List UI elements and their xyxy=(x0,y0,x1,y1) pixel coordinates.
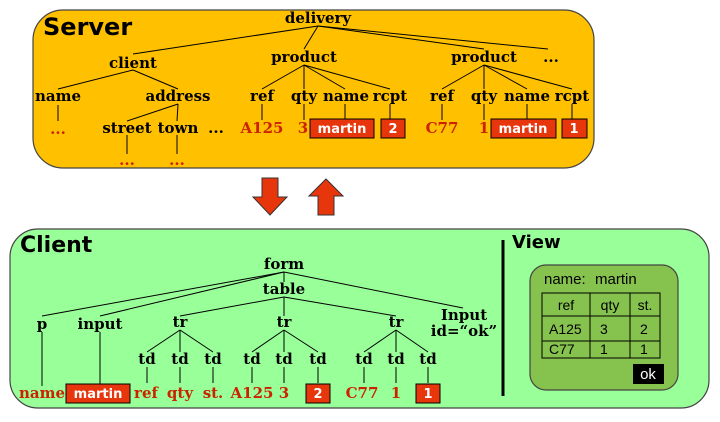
node-town: town xyxy=(158,119,199,137)
leaf-a125: A125 xyxy=(230,384,274,402)
node-td: td xyxy=(355,350,373,368)
node-td: td xyxy=(138,350,156,368)
box-p1-name xyxy=(309,118,375,139)
value-p1-ref: A125 xyxy=(240,119,284,137)
view-name-label: name: xyxy=(544,271,586,288)
node-td: td xyxy=(243,350,261,368)
node-address: address xyxy=(145,87,210,105)
server-title: Server xyxy=(43,13,132,41)
value-p1-qty: 3 xyxy=(298,119,308,137)
server-panel xyxy=(32,9,595,169)
ok-button[interactable] xyxy=(633,364,664,384)
view-cell: C77 xyxy=(549,341,575,357)
leaf-1: 1 xyxy=(391,384,401,402)
node-tr-1: tr xyxy=(173,313,189,331)
value-town: ... xyxy=(169,151,185,169)
node-tr-2: tr xyxy=(277,313,293,331)
view-name-value: martin xyxy=(595,271,637,288)
node-p1-name: name xyxy=(323,87,369,105)
node-client: client xyxy=(109,54,157,72)
node-td: td xyxy=(419,350,437,368)
up-arrow-icon xyxy=(307,178,345,216)
node-delivery-more: ... xyxy=(543,48,559,66)
node-name: name xyxy=(35,87,81,105)
node-form: form xyxy=(264,255,304,273)
value-p1-rcpt: 2 xyxy=(388,122,397,137)
node-p2-rcpt: rcpt xyxy=(555,87,590,105)
node-product-2: product xyxy=(451,48,517,66)
node-p2-ref: ref xyxy=(430,87,455,105)
node-p2-name: name xyxy=(504,87,550,105)
view-cell: 1 xyxy=(640,341,648,357)
client-title: Client xyxy=(20,233,93,258)
box-leaf-martin xyxy=(65,383,131,404)
ok-button-label[interactable]: ok xyxy=(640,366,656,383)
box-leaf-1 xyxy=(415,383,441,404)
leaf-st: st. xyxy=(203,384,224,402)
node-p1-rcpt: rcpt xyxy=(373,87,408,105)
node-td: td xyxy=(387,350,405,368)
value-p2-name: martin xyxy=(499,122,548,137)
view-cell: 1 xyxy=(600,341,608,357)
leaf-martin: martin xyxy=(74,387,123,402)
box-p2-rcpt xyxy=(561,118,588,139)
box-leaf-2 xyxy=(305,383,331,404)
view-cell: A125 xyxy=(549,321,582,337)
client-tree-edges xyxy=(41,271,464,386)
node-td: td xyxy=(204,350,222,368)
leaf-qty: qty xyxy=(167,384,194,402)
node-delivery: delivery xyxy=(285,9,353,27)
leaf-1-boxed: 1 xyxy=(423,387,432,402)
node-td: td xyxy=(275,350,293,368)
box-p2-name xyxy=(490,118,557,139)
node-p1-qty: qty xyxy=(291,87,318,105)
node-td: td xyxy=(309,350,327,368)
view-cell: 2 xyxy=(640,321,648,337)
value-name: ... xyxy=(50,120,66,138)
view-title: View xyxy=(512,232,561,253)
node-p2-qty: qty xyxy=(471,87,498,105)
node-input-ok-line2: id=“ok” xyxy=(431,322,497,340)
view-header-st: st. xyxy=(638,297,653,313)
leaf-3: 3 xyxy=(279,384,289,402)
server-tree-edges xyxy=(57,25,573,154)
view-cell: 3 xyxy=(600,321,608,337)
leaf-2-boxed: 2 xyxy=(313,387,322,402)
value-p1-name: martin xyxy=(318,122,367,137)
leaf-ref: ref xyxy=(134,384,159,402)
node-td: td xyxy=(171,350,189,368)
value-p2-rcpt: 1 xyxy=(569,122,578,137)
view-table-grid xyxy=(541,292,661,359)
node-input: input xyxy=(78,315,123,333)
view-header-ref: ref xyxy=(558,297,574,313)
value-p2-ref: C77 xyxy=(426,119,459,137)
node-p1-ref: ref xyxy=(250,87,275,105)
node-input-ok-line1: Input xyxy=(441,306,487,324)
value-p2-qty: 1 xyxy=(479,119,489,137)
value-street: ... xyxy=(119,151,135,169)
node-address-more: ... xyxy=(208,119,224,137)
node-product-1: product xyxy=(271,48,337,66)
leaf-name: name xyxy=(19,384,65,402)
node-table: table xyxy=(263,280,305,298)
view-panel xyxy=(529,264,679,391)
node-tr-3: tr xyxy=(389,313,405,331)
node-street: street xyxy=(102,119,151,137)
box-p1-rcpt xyxy=(380,118,406,139)
view-header-qty: qty xyxy=(601,297,620,313)
node-p: p xyxy=(37,315,48,333)
leaf-c77: C77 xyxy=(346,384,379,402)
down-arrow-icon xyxy=(251,177,289,216)
